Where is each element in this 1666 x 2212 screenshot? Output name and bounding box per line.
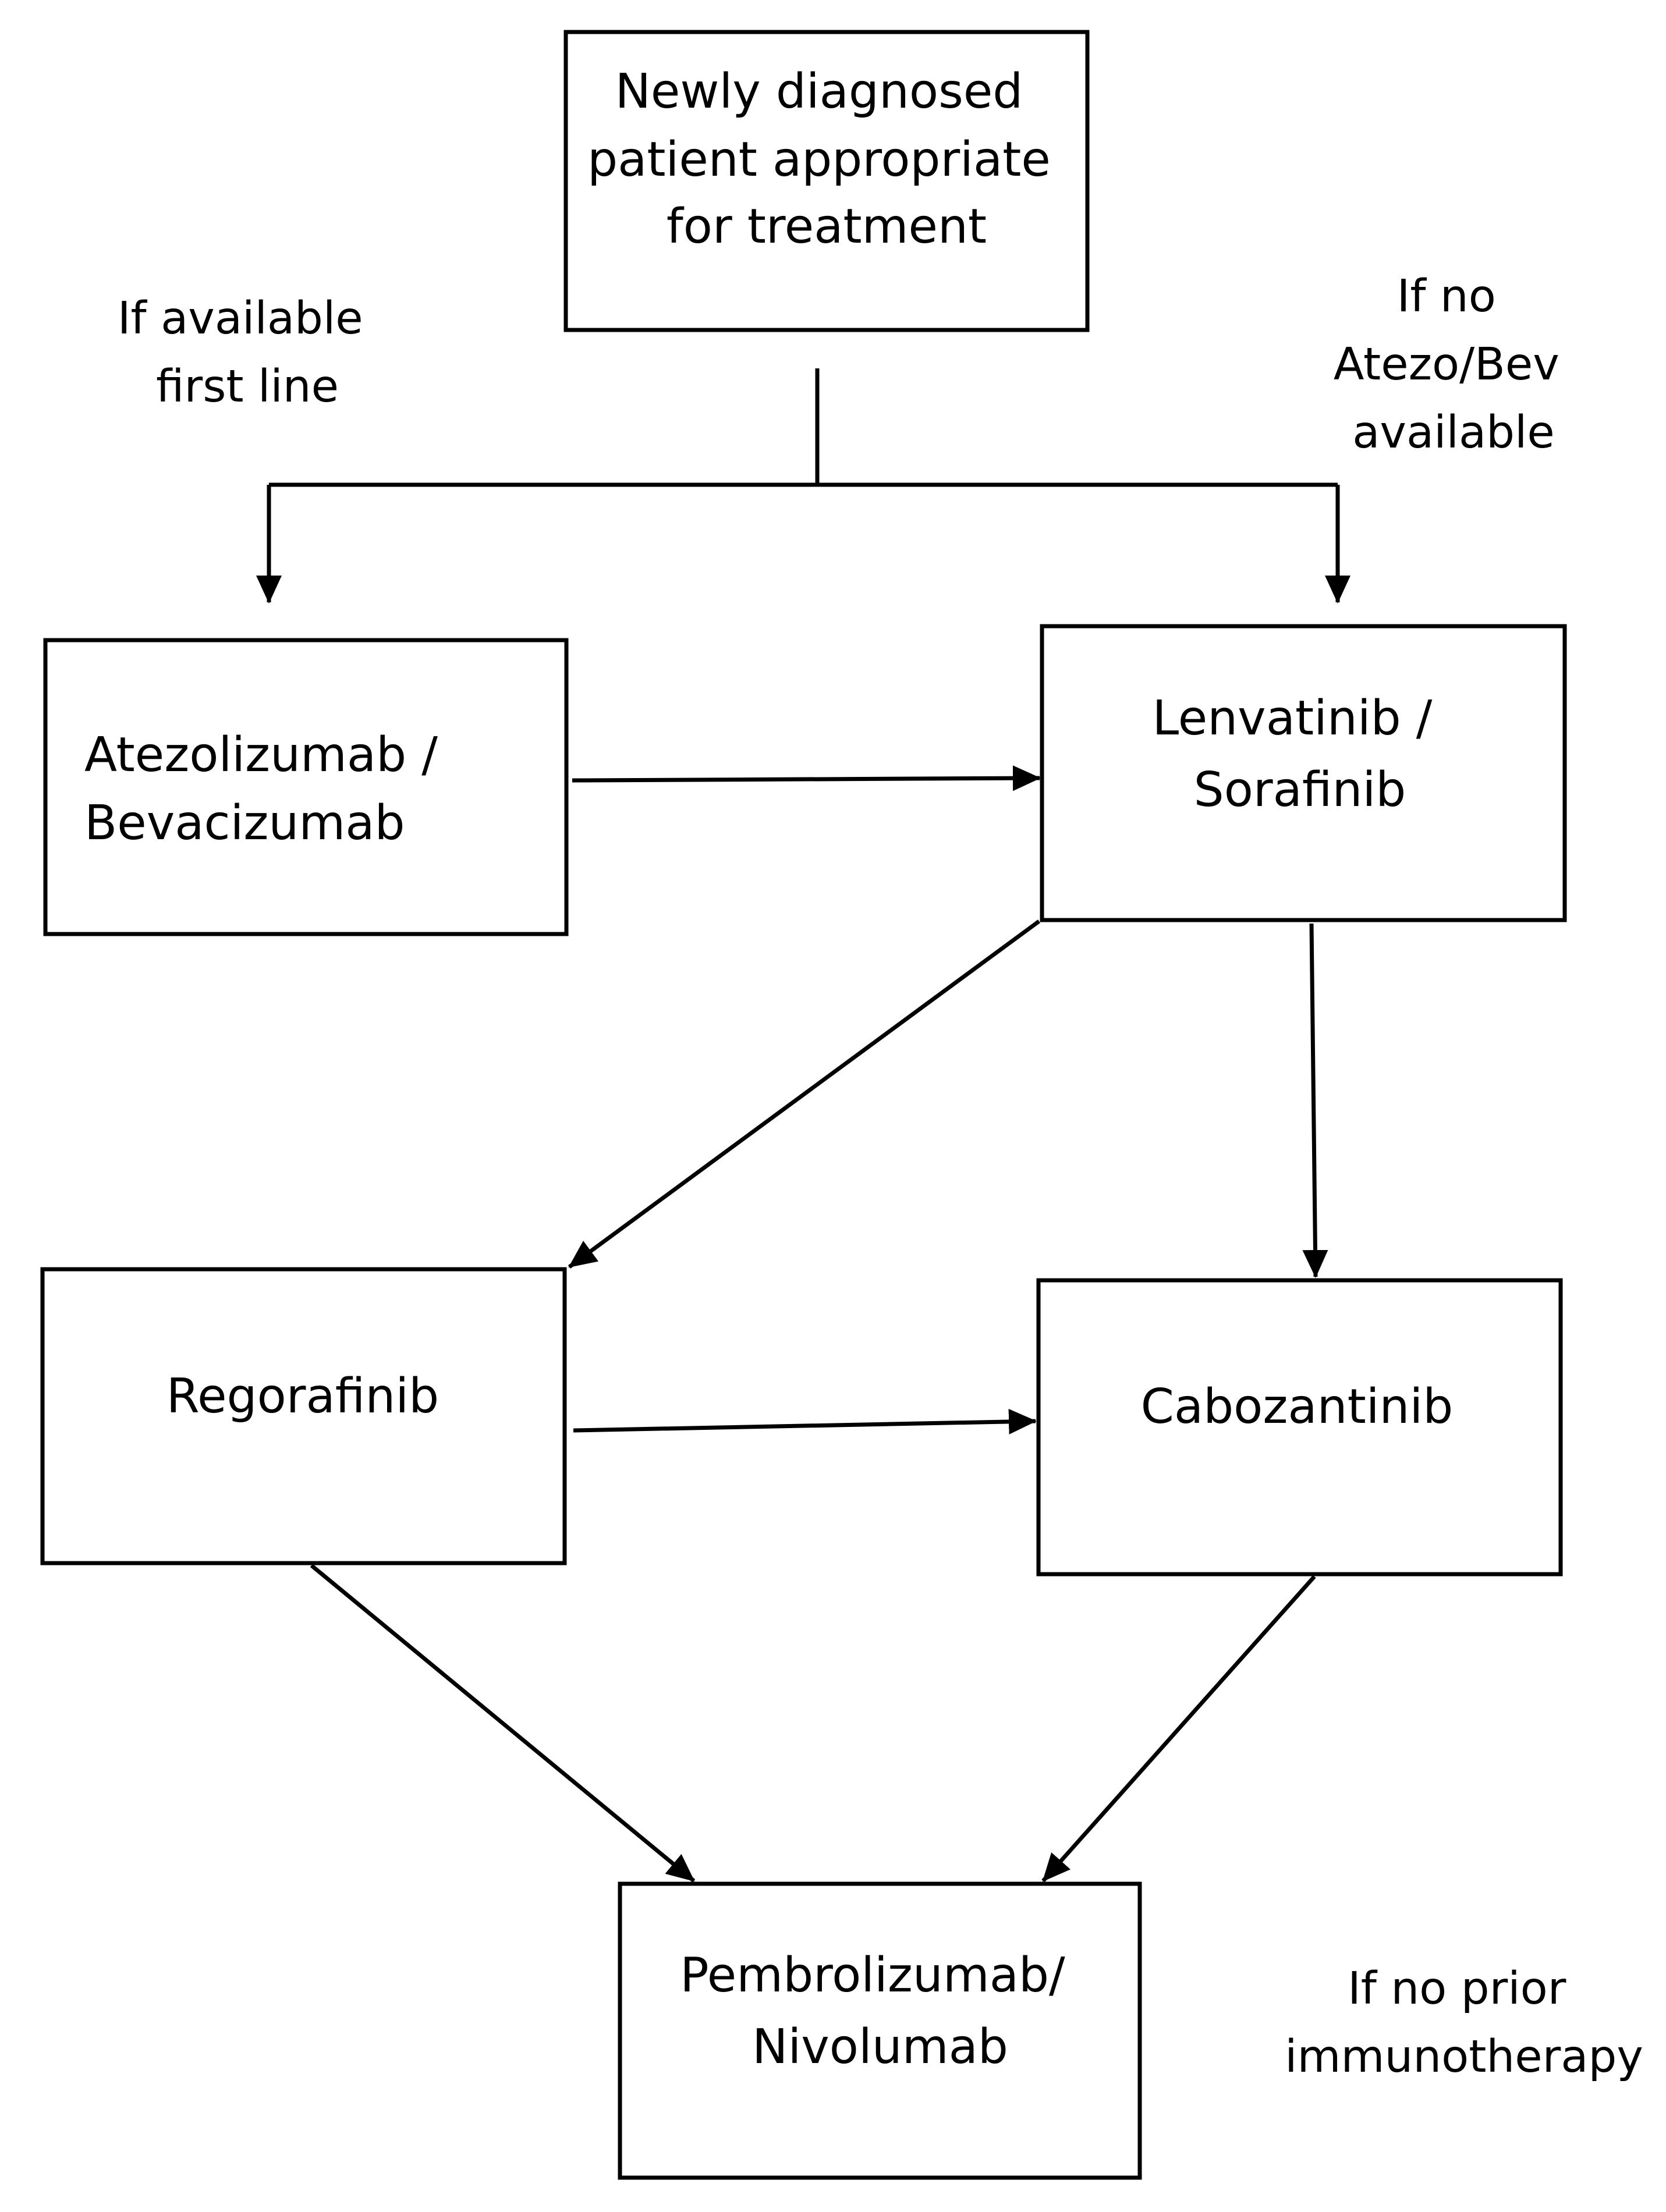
regorafinib-label: Regorafinib: [166, 1369, 439, 1424]
lenvatinib-sorafinib-line: Sorafinib: [1194, 762, 1406, 818]
annotation-left-branch-line: first line: [156, 361, 339, 413]
annotation-immunotherapy-line: If no prior: [1348, 1963, 1566, 2015]
arrow-regorafinib-to-pembrolizumab: [310, 1564, 696, 1883]
pembrolizumab-nivolumab-line: Nivolumab: [752, 2019, 1008, 2075]
start-node-line: Newly diagnosed: [615, 64, 1023, 119]
pembrolizumab-nivolumab-line: Pembrolizumab/: [680, 1948, 1065, 2003]
start-node-label: Newly diagnosed patient appropriate for …: [587, 64, 1066, 254]
lenvatinib-sorafinib-node: Lenvatinib / Sorafinib: [1040, 624, 1567, 922]
cabozantinib-line: Cabozantinib: [1141, 1379, 1454, 1435]
regorafinib-node: Regorafinib: [40, 1267, 567, 1565]
annotation-left-branch-line: If available: [118, 293, 363, 345]
annotation-left-branch: If available first line: [118, 293, 377, 413]
pembrolizumab-nivolumab-node: Pembrolizumab/ Nivolumab: [618, 1881, 1142, 2180]
pembrolizumab-nivolumab-label: Pembrolizumab/ Nivolumab: [680, 1948, 1080, 2075]
arrow-regorafinib-to-cabozantinib: [573, 1408, 1037, 1435]
annotation-right-branch-line: available: [1352, 407, 1555, 459]
atezolizumab-bevacizumab-node: Atezolizumab / Bevacizumab: [43, 638, 569, 936]
cabozantinib-label: Cabozantinib: [1141, 1379, 1454, 1435]
annotation-immunotherapy-line: immunotherapy: [1285, 2031, 1643, 2083]
regorafinib-line: Regorafinib: [166, 1369, 439, 1424]
annotation-immunotherapy: If no prior immunotherapy: [1285, 1963, 1643, 2083]
arrow-lenvatinib-to-cabozantinib: [1302, 923, 1328, 1278]
arrow-cabozantinib-to-pembrolizumab: [1041, 1575, 1316, 1883]
lenvatinib-sorafinib-line: Lenvatinib /: [1153, 691, 1433, 746]
annotation-right-branch: If no Atezo/Bev available: [1334, 271, 1574, 459]
start-node: Newly diagnosed patient appropriate for …: [563, 30, 1090, 332]
arrow-atezolizumab-to-lenvatinib: [572, 765, 1041, 791]
annotation-right-branch-line: Atezo/Bev: [1334, 339, 1559, 390]
atezolizumab-bevacizumab-label: Atezolizumab / Bevacizumab: [84, 727, 453, 851]
start-node-line: for treatment: [667, 199, 987, 254]
cabozantinib-node: Cabozantinib: [1036, 1278, 1563, 1577]
atezolizumab-bevacizumab-line: Atezolizumab /: [84, 727, 438, 783]
start-connector: [269, 368, 1338, 487]
arrow-lenvatinib-to-regorafinib: [568, 919, 1041, 1269]
start-node-line: patient appropriate: [587, 132, 1051, 187]
annotation-right-branch-line: If no: [1397, 271, 1496, 322]
lenvatinib-sorafinib-label: Lenvatinib / Sorafinib: [1153, 691, 1448, 818]
atezolizumab-bevacizumab-line: Bevacizumab: [84, 796, 405, 851]
